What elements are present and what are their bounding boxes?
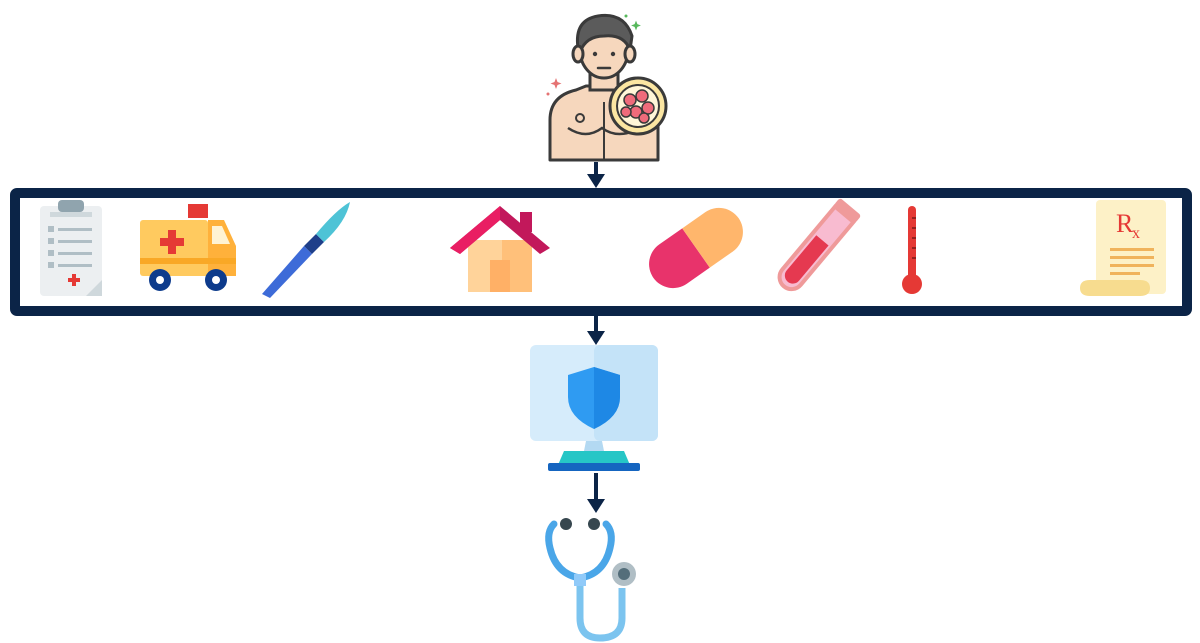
clipboard-icon (34, 198, 110, 306)
ambulance-icon (136, 198, 240, 306)
scalpel-icon (256, 198, 356, 306)
patient-icon (538, 8, 670, 166)
flow-arrow (585, 313, 607, 347)
flow-arrow (585, 162, 607, 190)
secure-monitor-icon (526, 345, 666, 475)
svg-text:x: x (1132, 225, 1140, 242)
thermometer-icon (890, 198, 934, 306)
flow-arrow (585, 473, 607, 517)
home-icon (448, 198, 552, 306)
pill-icon (644, 198, 748, 306)
svg-text:R: R (1116, 209, 1134, 238)
prescription-icon: R x (1078, 198, 1172, 306)
care-events-panel: R x (10, 188, 1192, 316)
stethoscope-icon (540, 512, 650, 643)
test-tube-icon (764, 198, 868, 306)
